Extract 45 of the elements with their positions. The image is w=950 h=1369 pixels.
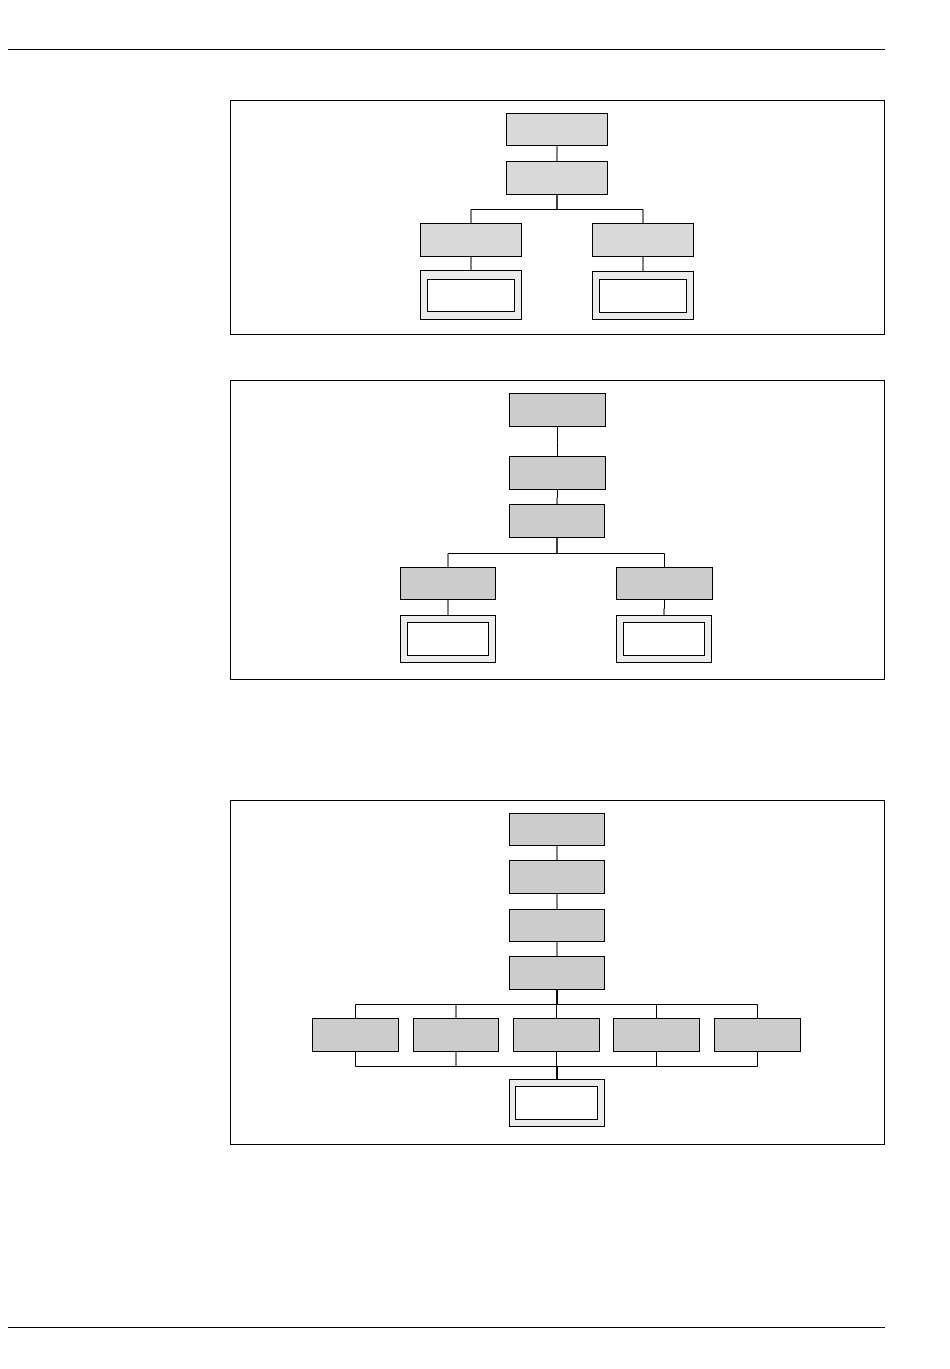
connector-line xyxy=(556,145,558,162)
connector-line xyxy=(556,194,644,224)
connector-line xyxy=(556,941,558,957)
display-frame xyxy=(616,615,712,663)
display-window xyxy=(427,279,515,312)
display-window xyxy=(599,279,687,313)
connector-line xyxy=(556,893,558,910)
process-box xyxy=(509,393,606,427)
connector-line xyxy=(556,489,558,505)
process-box xyxy=(513,1018,600,1052)
process-box xyxy=(509,504,605,538)
display-frame xyxy=(509,1079,605,1127)
process-box xyxy=(413,1018,499,1052)
process-box xyxy=(592,223,694,257)
display-window xyxy=(623,622,705,656)
connector-line xyxy=(556,537,665,568)
process-box xyxy=(506,113,608,146)
process-box xyxy=(509,813,605,846)
display-frame xyxy=(400,615,496,663)
process-box xyxy=(509,456,606,490)
connector-line xyxy=(556,845,558,861)
connector-line xyxy=(663,599,665,616)
process-box xyxy=(613,1018,700,1052)
display-window xyxy=(515,1086,598,1120)
connector-line xyxy=(557,426,558,457)
display-window xyxy=(407,622,489,656)
connector-line xyxy=(642,256,644,272)
connector-line xyxy=(447,599,449,616)
connector-line xyxy=(556,989,758,1019)
diagram-panel xyxy=(230,800,885,1145)
process-box xyxy=(509,860,605,894)
process-box xyxy=(400,567,496,600)
process-box xyxy=(616,567,713,600)
display-frame xyxy=(420,270,522,320)
connector-line xyxy=(556,1051,758,1080)
process-box xyxy=(312,1018,399,1052)
process-box xyxy=(509,909,605,942)
process-box xyxy=(420,223,522,257)
process-box xyxy=(509,956,605,990)
process-box xyxy=(714,1018,801,1052)
diagram-panel xyxy=(230,380,885,680)
connector-line xyxy=(470,256,472,271)
process-box xyxy=(506,161,608,195)
display-frame xyxy=(592,271,694,320)
diagram-panel xyxy=(230,100,885,335)
